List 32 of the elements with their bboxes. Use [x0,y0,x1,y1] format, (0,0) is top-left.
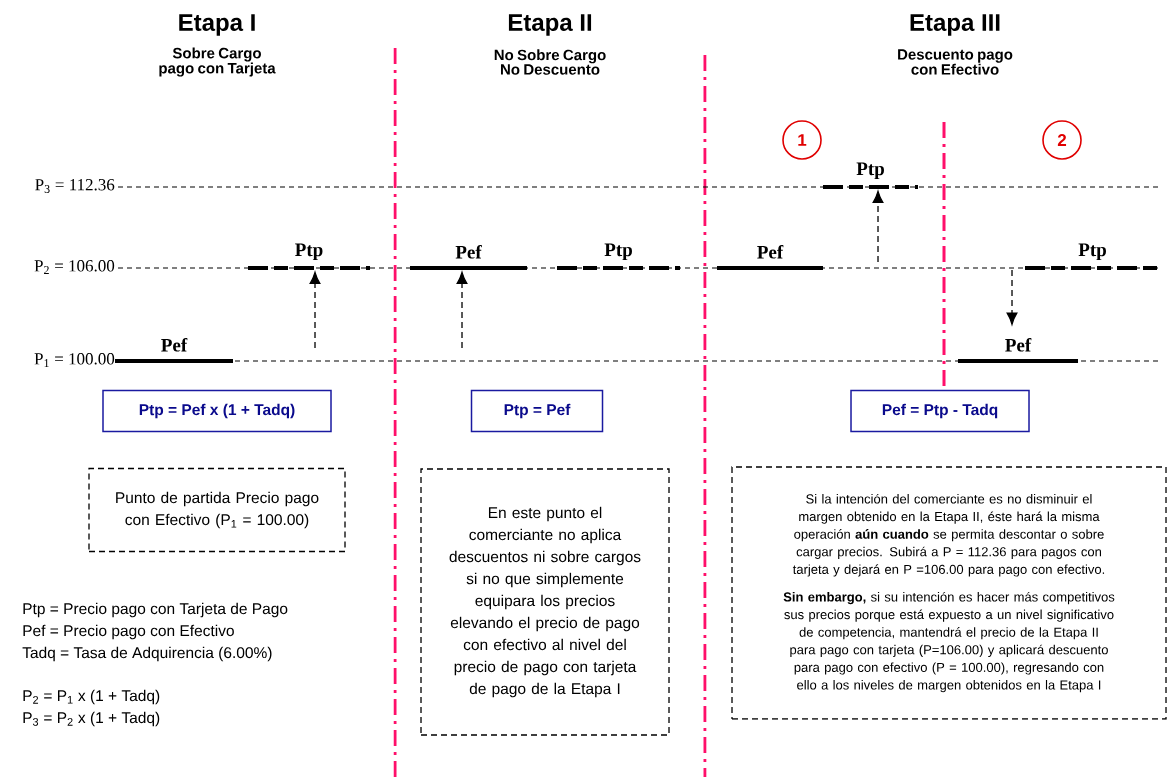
definition-text: Pef = Precio pago con Efectivo [23,624,234,640]
price-level-label: P$_{1}$ = 100.00 [34,353,115,367]
stage-heading: Etapa II [508,14,592,36]
price-segment: Ptp [557,243,680,270]
price-segment: Pef [717,245,823,270]
formula-box: Pef = Ptp - Tadq [850,389,1030,433]
formula-box: Ptp = Pef x (1 + Tadq) [102,389,332,433]
stage-subtitle: Descuento pago con Efectivo [898,49,1013,75]
definition-text: Ptp = Precio pago con Tarjeta de Pago [23,602,288,618]
arrow [1006,269,1018,325]
note-box: Punto de partida Precio pago con Efectivo (P$_{1}$ = 100.00) [88,467,346,553]
definition-text: Tadq = Tasa de Adquirencia (6.00%) [22,646,272,662]
arrow [309,271,321,349]
stage-subtitle: Sobre Cargo pago con Tarjeta [159,47,276,77]
price-segment: Pef [958,338,1078,363]
arrow [456,271,468,349]
price-level-label: P$_{2}$ = 106.00 [34,260,115,274]
price-segment: Ptp [823,162,918,189]
stage-heading: Etapa I [179,14,255,36]
price-segment: Pef [115,338,233,363]
price-segment: Pef [410,245,527,270]
formula-box: Ptp = Pef [470,389,604,433]
formula-text: P$_{3}$ = P$_{2}$ x (1 + Tadq) [23,711,160,727]
price-level-label: P$_{3}$ = 112.36 [35,179,115,193]
arrow [872,190,884,263]
note-box: En este punto el comerciante no aplica descuentos ni sobre cargos si no que simplemente equipara los precios elevando el precio de pago con efectivo al nivel del precio de pago con tarjeta de pago de la Etapa I [420,468,670,736]
stage-subtitle: No Sobre Cargo No Descuento [494,49,606,75]
formula-text: P$_{2}$ = P$_{1}$ x (1 + Tadq) [23,689,160,705]
stage-heading: Etapa III [910,14,1000,36]
note-box: Si la intención del comerciante es no disminuir el margen obtenido en la Etapa II, éste hará la misma operación aún cuando se permita descontar o sobre cargar precios. Subirá a P = 112.36 para pagos con tarjeta y dejará en P =106.00 para pago con efectivo. Sin embargo, si su intención es hacer más competitivos sus precios porque está expuesto a un nivel significativo de competencia, mantendrá el precio de la Etapa II para pago con tarjeta (P=106.00) y aplicará descuento para pago con efectivo (P = 100.00), regresando con ello a los niveles de margen obtenidos en la Etapa I [731,466,1167,720]
price-segment: Ptp [1025,243,1160,270]
price-segment: Ptp [248,243,370,270]
